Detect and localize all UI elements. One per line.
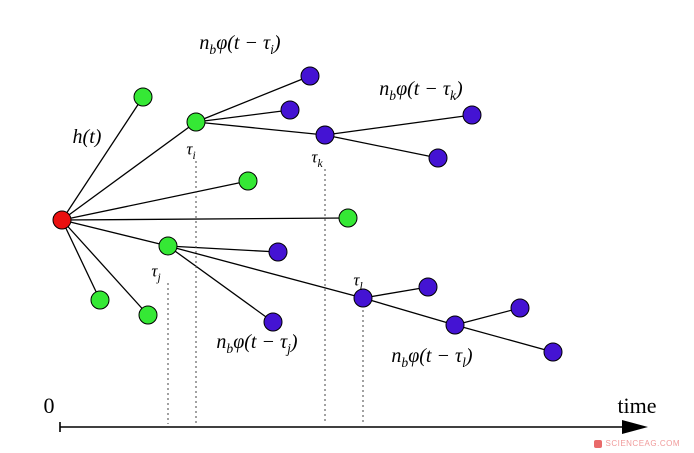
event-node-b9-gen2 (418, 277, 438, 297)
label-origin: 0 (43, 393, 55, 418)
event-node-b12-gen2 (543, 342, 563, 362)
label-tau-l: τl (353, 270, 363, 293)
event-node-b11-gen2 (510, 298, 530, 318)
edge-b10-b11 (454, 307, 521, 326)
edge-root-g6 (61, 219, 101, 301)
edge-g2-b2 (195, 109, 291, 123)
event-node-b4-gen2 (462, 105, 482, 125)
label-h-of-t: h(t) (72, 126, 102, 148)
label-time: time (617, 393, 657, 418)
edge-root-g4 (61, 217, 349, 221)
label-tau-j: τj (151, 261, 161, 284)
edge-g5-b6 (167, 245, 279, 253)
event-node-g4-gen1 (338, 208, 358, 228)
event-node-g6-gen1 (90, 290, 110, 310)
event-node-b10-gen2 (445, 315, 465, 335)
label-tau-k: τk (311, 147, 323, 170)
label-phi-l: nbφ(t − τl) (391, 345, 473, 370)
watermark-text: SCIENCEAG.COM (605, 439, 680, 448)
edge-root-g2 (61, 121, 197, 221)
edge-b10-b12 (454, 324, 554, 353)
label-tau-i: τi (186, 139, 196, 162)
edge-b3-b4 (324, 114, 473, 136)
edge-root-g3 (61, 180, 249, 221)
edge-b8-b9 (362, 286, 429, 299)
event-node-g3-gen1 (238, 171, 258, 191)
watermark-logo-icon (594, 439, 603, 448)
event-node-b8-gen2 (353, 288, 373, 308)
event-node-g2-gen1 (186, 112, 206, 132)
label-phi-j: nbφ(t − τj) (216, 331, 298, 356)
edge-root-g7 (61, 219, 149, 316)
edge-root-g5 (61, 219, 169, 247)
event-node-root-root (52, 210, 72, 230)
edge-g2-b3 (195, 121, 326, 136)
axis-arrowhead-icon (622, 420, 648, 434)
event-node-g5-gen1 (158, 236, 178, 256)
edge-b3-b5 (324, 134, 439, 159)
label-phi-k: nbφ(t − τk) (379, 78, 463, 103)
event-node-b7-gen2 (263, 312, 283, 332)
label-phi-i: nbφ(t − τi) (199, 32, 281, 57)
event-node-g7-gen1 (138, 305, 158, 325)
edge-b8-b10 (362, 297, 456, 326)
event-node-b6-gen2 (268, 242, 288, 262)
event-node-b2-gen2 (280, 100, 300, 120)
edge-g2-b1 (195, 75, 311, 123)
event-node-b3-gen2 (315, 125, 335, 145)
watermark: SCIENCEAG.COM (594, 439, 680, 448)
event-node-b1-gen2 (300, 66, 320, 86)
event-node-g1-gen1 (133, 87, 153, 107)
edge-root-g1 (61, 96, 144, 221)
edge-g5-b8 (167, 245, 364, 299)
event-node-b5-gen2 (428, 148, 448, 168)
edge-g5-b7 (167, 245, 274, 323)
